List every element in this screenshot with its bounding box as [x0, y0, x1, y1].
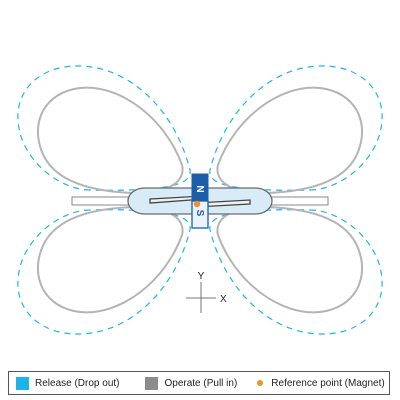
operate-lobe-upper-right [216, 86, 363, 195]
release-curves [17, 65, 383, 335]
magnet-south-label: S [194, 210, 205, 217]
reference-dot [257, 380, 264, 386]
lead-left [71, 196, 135, 206]
operate-lobe-upper-left [37, 86, 184, 195]
legend-reference-label: Reference point (Magnet) [271, 377, 385, 389]
reference-point [193, 200, 201, 208]
operate-curves [37, 86, 363, 314]
legend-item-operate: Operate (Pull in) [145, 376, 238, 390]
magnet-north-label: N [194, 185, 205, 192]
legend-operate-label: Operate (Pull in) [164, 377, 238, 389]
release-lobe-lower-right [209, 209, 383, 335]
operate-lobe-lower-right [216, 205, 363, 314]
magnet-south-half [191, 200, 209, 229]
y-axis-label: Y [198, 271, 205, 282]
legend-item-reference: Reference point (Magnet) [257, 377, 385, 389]
axis-indicator [186, 282, 216, 313]
release-lobe-upper-left [17, 65, 191, 191]
release-lobe-upper-right [209, 65, 383, 191]
bar-magnet: N S [191, 173, 209, 229]
legend-item-release: Release (Drop out) [16, 376, 120, 390]
release-swatch [16, 376, 29, 390]
legend: Release (Drop out) Operate (Pull in) Ref… [8, 371, 390, 395]
operate-lobe-lower-left [37, 205, 184, 314]
release-lobe-lower-left [17, 209, 191, 335]
operate-swatch [145, 376, 159, 390]
x-axis-label: X [220, 294, 227, 305]
legend-release-label: Release (Drop out) [35, 377, 120, 389]
lead-right [265, 196, 329, 206]
